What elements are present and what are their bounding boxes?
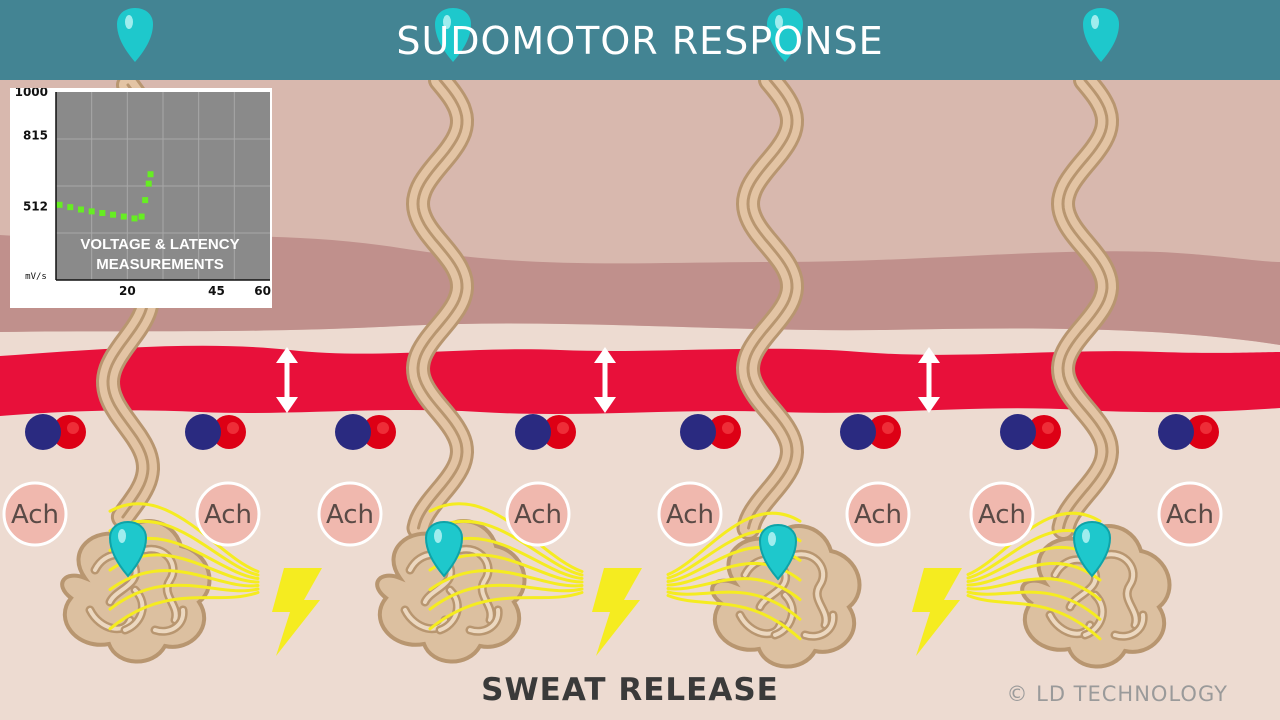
sweat-droplet-icon (109, 521, 147, 577)
title-bar (0, 0, 1280, 80)
double-arrow-icon (276, 347, 298, 413)
ach-molecule (185, 414, 246, 450)
y-tick-label: 512 (23, 200, 48, 214)
data-point (88, 208, 95, 215)
ach-molecule (1158, 414, 1219, 450)
y-tick-label: 815 (23, 128, 48, 142)
sweat-droplet-icon (759, 524, 797, 580)
double-arrow-icon (594, 347, 616, 413)
chart-svg: 1000 815 512 mV/s 20 45 60 VOLTAGE & LAT… (15, 88, 271, 298)
ach-text: Ach (978, 500, 1026, 530)
voltage-latency-chart: 1000 815 512 mV/s 20 45 60 VOLTAGE & LAT… (10, 88, 272, 308)
ach-label: Ach (195, 481, 261, 547)
nerve-fiber (1050, 68, 1120, 540)
x-tick-label: 45 (208, 284, 225, 298)
ach-molecules (25, 414, 1219, 450)
ach-label: Ach (1157, 481, 1223, 547)
double-arrow-icon (918, 347, 940, 413)
ach-text: Ach (11, 500, 59, 530)
ach-molecule (840, 414, 901, 450)
page-title: SUDOMOTOR RESPONSE (396, 19, 884, 63)
chart-title-line-1: VOLTAGE & LATENCY (80, 236, 239, 253)
sweat-droplet-icon (425, 521, 463, 577)
chart-grid (56, 92, 270, 280)
ach-text: Ach (326, 500, 374, 530)
sweat-droplet-icon (1073, 521, 1111, 577)
ach-molecule (680, 414, 741, 450)
chart-series (56, 171, 154, 222)
y-axis-unit: mV/s (25, 272, 47, 282)
data-point (142, 197, 149, 204)
sweat-droplet-icon (767, 8, 803, 62)
sweat-droplet-icon (117, 8, 153, 62)
sweat-droplet-icon (435, 8, 471, 62)
data-point (120, 213, 127, 220)
ach-text: Ach (666, 500, 714, 530)
ach-text: Ach (854, 500, 902, 530)
ach-molecule (335, 414, 396, 450)
ach-label: Ach (317, 481, 383, 547)
dermis-layer (0, 235, 1280, 345)
chart-title-line-2: MEASUREMENTS (96, 256, 224, 273)
ach-labels: Ach Ach Ach Ach Ach Ach Ach Ach (2, 481, 1223, 547)
data-point (99, 210, 106, 217)
ach-label: Ach (657, 481, 723, 547)
blood-vessel (0, 345, 1280, 416)
y-tick-label: 1000 (15, 88, 48, 99)
ach-molecule (25, 414, 86, 450)
data-point (147, 171, 154, 178)
ach-molecule (515, 414, 576, 450)
nerve-fiber (405, 68, 475, 540)
ach-text: Ach (204, 500, 252, 530)
ach-label: Ach (845, 481, 911, 547)
ach-label: Ach (505, 481, 571, 547)
data-point (145, 180, 152, 187)
ach-molecule (1000, 414, 1061, 450)
vessel-dilation-arrows (276, 347, 940, 413)
footer-title: SWEAT RELEASE (481, 672, 779, 708)
ach-label: Ach (969, 481, 1035, 547)
sweat-droplets (109, 521, 1111, 580)
ach-text: Ach (1166, 500, 1214, 530)
header-droplets (117, 8, 1119, 62)
data-point (110, 211, 117, 218)
x-tick-label: 20 (119, 284, 136, 298)
sweat-droplet-icon (1083, 8, 1119, 62)
x-tick-label: 60 (254, 284, 271, 298)
data-point (131, 215, 138, 222)
nerve-fiber (735, 68, 805, 540)
data-point (56, 201, 63, 208)
ach-text: Ach (514, 500, 562, 530)
data-point (77, 206, 84, 213)
data-point (138, 213, 145, 220)
data-point (67, 204, 74, 211)
ach-label: Ach (2, 481, 68, 547)
copyright-text: © LD TECHNOLOGY (1006, 682, 1228, 706)
